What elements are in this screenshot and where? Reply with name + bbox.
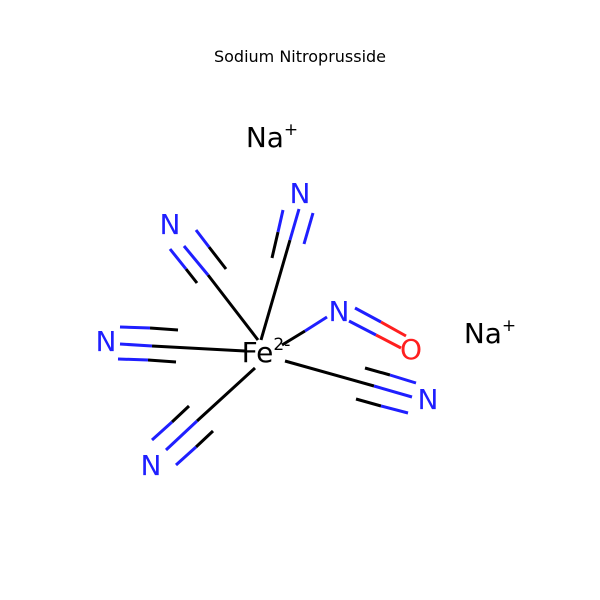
atom-n-left: N	[96, 325, 117, 358]
atom-fe: Fe2-	[242, 335, 291, 369]
atom-n-top: N	[290, 177, 311, 210]
triple-bond-lower-right	[355, 366, 417, 415]
atom-n-lower-left: N	[141, 449, 162, 482]
double-bond-nitroso	[348, 306, 407, 350]
atom-n-nitroso: N	[329, 295, 350, 328]
bond-fe-n-nitroso-black	[281, 329, 306, 347]
bond-fe-c-lower-left	[195, 366, 257, 423]
atom-na-top: Na+	[246, 120, 298, 154]
atom-n-lower-right: N	[418, 383, 439, 416]
triple-bond-top	[270, 208, 315, 259]
atom-n-upper-left: N	[160, 208, 181, 241]
atom-na-right: Na+	[464, 316, 516, 350]
bond-fe-c-lower-right	[284, 359, 375, 388]
triple-bond-left	[117, 325, 179, 364]
bond-fe-c-upper-left	[206, 274, 260, 341]
triple-bond-lower-left	[150, 404, 215, 467]
bond-fe-c-top	[259, 239, 292, 341]
atom-o-nitroso: O	[400, 333, 422, 366]
triple-bond-upper-left	[168, 229, 228, 284]
bond-fe-c-left	[151, 344, 246, 353]
bond-fe-n-nitroso-blue	[304, 315, 328, 333]
diagram-title: Sodium Nitroprusside	[213, 47, 387, 66]
